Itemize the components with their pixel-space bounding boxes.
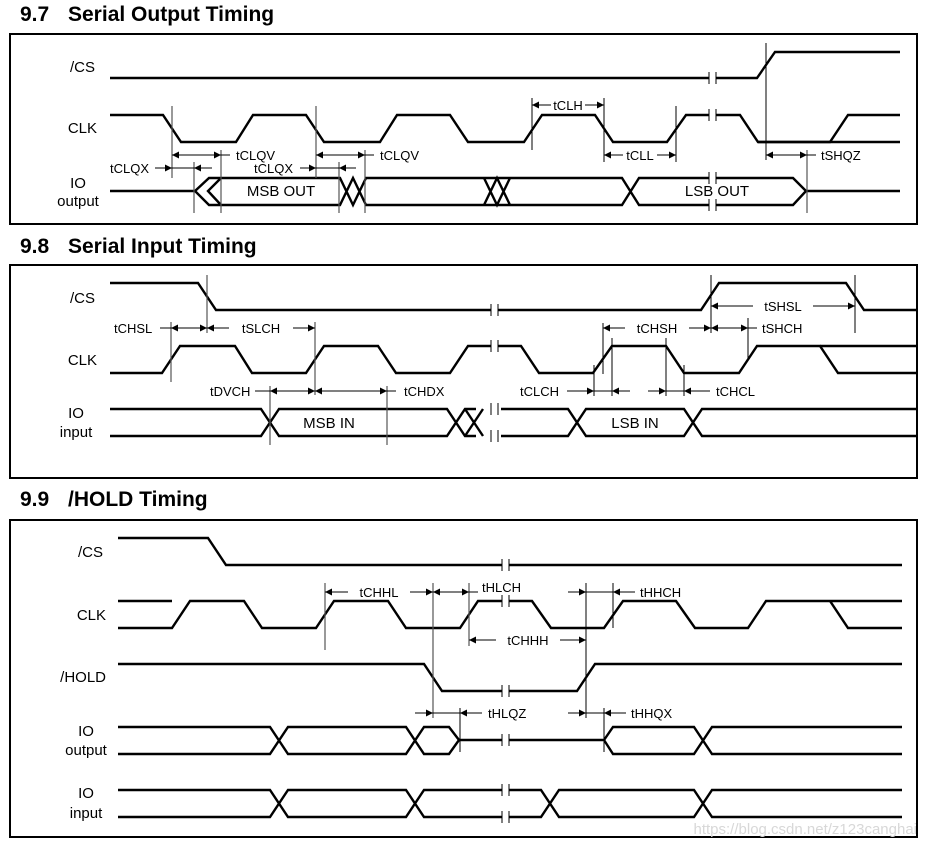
signal-label-input: input [60, 424, 93, 441]
timing-label-tslch: tSLCH [242, 321, 280, 336]
timing-label-tclqv-2: tCLQV [380, 148, 419, 163]
signal-label-hold: /HOLD [60, 669, 106, 686]
bus-label-msb-in: MSB IN [303, 415, 355, 432]
signal-label-io: IO [68, 405, 84, 422]
timing-label-tchdx: tCHDX [404, 384, 445, 399]
waveform-io-input [110, 407, 917, 438]
signal-label-output: output [65, 742, 108, 759]
signal-label-cs: /CS [70, 290, 95, 307]
waveform-cs [110, 50, 900, 80]
signal-label-output: output [57, 193, 100, 210]
timing-label-tclqx: tCLQX [110, 161, 149, 176]
waveform-hold [118, 662, 902, 693]
diagram-frame [9, 264, 918, 479]
timing-label-tchsh: tCHSH [637, 321, 677, 336]
waveform-cs [110, 281, 917, 312]
section-title-text: Serial Input Timing [68, 235, 257, 258]
timing-label-thhch: tHHCH [640, 585, 681, 600]
section-title-serial-output: 9.7 Serial Output Timing [20, 4, 274, 25]
timing-label-tshsl: tSHSL [764, 299, 802, 314]
section-title-hold: 9.9/HOLD Timing [20, 489, 208, 510]
signal-label-clk: CLK [68, 352, 97, 369]
timing-label-tchcl: tCHCL [716, 384, 755, 399]
timing-label-tshqz: tSHQZ [821, 148, 861, 163]
diagram-frame [9, 33, 918, 225]
bus-label-msb-out: MSB OUT [247, 183, 315, 200]
timing-label-thlqz: tHLQZ [488, 706, 526, 721]
timing-label-tclh: tCLH [553, 98, 583, 113]
break-marks [490, 304, 499, 442]
bus-label-lsb-out: LSB OUT [685, 183, 749, 200]
timing-label-tclqv: tCLQV [236, 148, 275, 163]
waveform-io-output [118, 725, 902, 756]
section-title-text: /HOLD Timing [68, 488, 208, 511]
timing-label-tclqx-2: tCLQX [254, 161, 293, 176]
diagram-serial-input: /CS CLK IO input MSB IN LSB IN [9, 264, 918, 479]
signal-label-cs: /CS [70, 59, 95, 76]
section-number: 9.9 [20, 488, 50, 511]
waveform-clk [110, 344, 917, 375]
signal-label-clk: CLK [77, 607, 106, 624]
bus-label-lsb-in: LSB IN [611, 415, 659, 432]
timing-label-tdvch: tDVCH [210, 384, 250, 399]
break-marks [708, 72, 717, 211]
watermark: https://blog.csdn.net/z123canghai [694, 821, 918, 838]
diagram-frame [9, 519, 918, 838]
break-marks [501, 559, 510, 823]
signal-label-input: input [70, 805, 103, 822]
timing-arrows [155, 101, 816, 172]
signal-label-clk: CLK [68, 120, 97, 137]
section-number: 9.8 [20, 235, 50, 258]
diagram-serial-output: /CS CLK IO output MSB OUT LSB OUT [9, 33, 918, 225]
waveform-clk [110, 113, 900, 144]
diagram-hold: /CS CLK /HOLD IO output IO input [9, 519, 918, 838]
timing-label-thlch: tHLCH [482, 580, 521, 595]
timing-label-tchhh: tCHHH [507, 633, 548, 648]
timing-label-tchhl: tCHHL [359, 585, 398, 600]
reference-lines [170, 275, 856, 445]
section-number: 9.7 [20, 3, 50, 26]
signal-label-io: IO [70, 175, 86, 192]
timing-arrows [325, 588, 635, 717]
section-title-text: Serial Output Timing [68, 3, 275, 26]
waveform-clk [118, 599, 902, 630]
section-title-serial-input: 9.8 Serial Input Timing [20, 236, 257, 257]
timing-label-tclch: tCLCH [520, 384, 559, 399]
waveform-io-output [110, 175, 900, 208]
timing-label-thhqx: tHHQX [631, 706, 673, 721]
timing-label-tchsl: tCHSL [114, 321, 152, 336]
waveform-io-input [118, 788, 902, 819]
waveform-cs [118, 536, 902, 567]
timing-label-tcll: tCLL [626, 148, 653, 163]
timing-label-tshch: tSHCH [762, 321, 802, 336]
timing-arrows [160, 302, 855, 395]
signal-label-io-2: IO [78, 785, 94, 802]
signal-label-cs: /CS [78, 544, 103, 561]
signal-label-io: IO [78, 723, 94, 740]
